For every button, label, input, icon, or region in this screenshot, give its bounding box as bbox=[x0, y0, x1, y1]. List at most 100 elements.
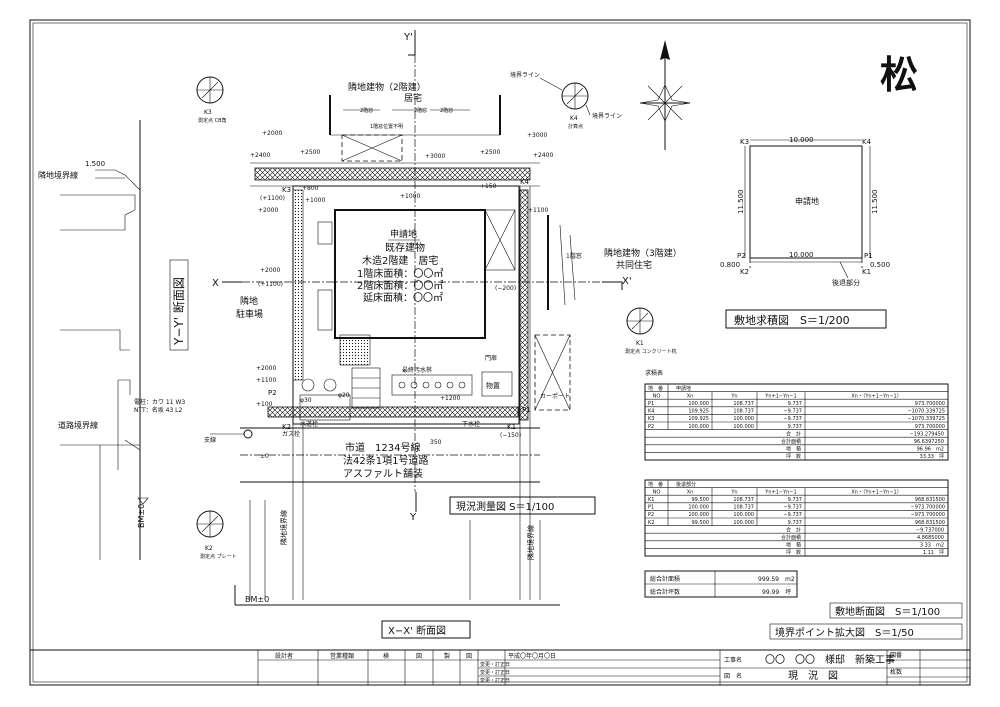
table1-summary-value: −193.279450 bbox=[910, 431, 944, 437]
table2-cell: 968.831500 bbox=[915, 497, 945, 503]
table1-header: Yn+1−Yn−1 bbox=[764, 393, 796, 399]
area-p1: P1 bbox=[864, 252, 873, 260]
k1-detail-desc: 測定点 コンクリート杭 bbox=[625, 348, 677, 355]
k4-detail-label: K4 bbox=[570, 115, 578, 122]
elev-1000-b: +1000 bbox=[400, 193, 420, 200]
table1-cell: 100.000 bbox=[733, 416, 754, 422]
elev-3000-a: +3000 bbox=[527, 132, 547, 139]
elev-150: +150 bbox=[480, 183, 497, 190]
boundary-scale-frame bbox=[769, 623, 963, 640]
totals-box: 総合計面積 999.59 m2 総合計坪数 99.99 坪 bbox=[644, 570, 798, 598]
table1-title-right: 申請地 bbox=[676, 385, 691, 392]
dim-350: 350 bbox=[430, 439, 442, 446]
elev-2000-b: +2000 bbox=[258, 207, 278, 214]
survey-title: 現況測量図 S＝1/100 bbox=[456, 500, 554, 513]
table1-cell: 9.737 bbox=[788, 401, 802, 407]
k1-detail-label: K1 bbox=[636, 340, 644, 347]
table1-cell: −1070.339725 bbox=[907, 416, 945, 422]
dim-1500: 1.500 bbox=[85, 160, 105, 168]
table2-cell: K1 bbox=[648, 497, 654, 503]
elev-1100-d: +1100 bbox=[528, 207, 548, 214]
elev-m150: (−150) bbox=[500, 432, 521, 439]
road-line-1: 市道 1234号線 bbox=[345, 441, 420, 454]
revision-1: 変更・訂正日 bbox=[480, 661, 510, 668]
existing-house bbox=[334, 209, 486, 339]
total-tsubo-value: 99.99 坪 bbox=[762, 588, 791, 596]
table2-summary-value: 4.8685000 bbox=[917, 535, 944, 541]
table2-header: Yn+1−Yn−1 bbox=[764, 489, 796, 495]
table1-cell: 9.737 bbox=[788, 424, 802, 430]
south-block-wall bbox=[267, 406, 519, 418]
table2-cell: −9.737 bbox=[783, 505, 802, 511]
k2-detail-label: K2 bbox=[205, 545, 213, 552]
k4-corner-label: K4 bbox=[520, 178, 530, 186]
road-boundary-leader bbox=[124, 439, 141, 451]
elev-800: +800 bbox=[302, 185, 319, 192]
table2-summary-value: −9.737000 bbox=[916, 527, 944, 533]
drawing-number-label: 図番 bbox=[890, 652, 902, 659]
area-title: 敷地求積図 S＝1/200 bbox=[734, 313, 850, 327]
west-boundary-lines bbox=[292, 424, 304, 600]
east-boundary-lines bbox=[519, 186, 531, 600]
xx-neighbor-boundary: 隣地境界線 bbox=[279, 510, 288, 545]
house-label: 申請地 bbox=[390, 228, 417, 240]
north-balcony bbox=[341, 134, 403, 162]
north-window-3: 2階窓 bbox=[440, 107, 453, 114]
table1-summary-label: 合 計 bbox=[786, 430, 801, 437]
house-line-4: 2階床面積：〇〇㎡ bbox=[357, 279, 443, 292]
elev-1100: +1100 bbox=[256, 377, 276, 384]
drawing-name-label: 図 名 bbox=[724, 672, 742, 680]
gate-label: 門扉 bbox=[485, 354, 497, 362]
table2-cell: 9.737 bbox=[788, 520, 802, 526]
west-neighbor-label: 隣地 bbox=[240, 295, 258, 307]
boundary-point-k3: K3 測定点 CB角 bbox=[196, 76, 227, 124]
elev-m200: (−200) bbox=[495, 285, 516, 292]
check-3: 製 bbox=[444, 652, 450, 660]
licence-label: 営業種類 bbox=[330, 652, 354, 660]
axis-xp-mark bbox=[602, 281, 623, 290]
k2-corner-label: K2 bbox=[282, 423, 291, 431]
table2-summary-label: 合 計 bbox=[786, 526, 801, 533]
table1-summary-value: 96.96 m2 bbox=[917, 447, 944, 453]
water-valve-label: 水道栓 bbox=[300, 420, 318, 428]
area-p2: P2 bbox=[737, 252, 746, 260]
area-offset-left: 0.800 bbox=[720, 261, 740, 269]
storage-shed bbox=[481, 371, 513, 397]
table1-cell: −9.737 bbox=[783, 409, 802, 415]
area-k1: K1 bbox=[862, 268, 871, 276]
boundary-scale-label: 境界ポイント拡大図 S＝1/50 bbox=[775, 626, 914, 639]
road-boundary-label: 道路境界線 bbox=[58, 420, 98, 430]
north-window-2: 2階窓 bbox=[414, 107, 427, 114]
p2-corner-label: P2 bbox=[268, 389, 277, 397]
east-fence bbox=[519, 189, 529, 421]
project-name: 〇〇 〇〇 様邸 新築工事 bbox=[765, 653, 895, 666]
table2-cell: 99.500 bbox=[692, 520, 710, 526]
drain-label: 下水栓 bbox=[462, 420, 480, 428]
ac-unit-2 bbox=[317, 289, 333, 331]
gas-valve-label: ガス栓 bbox=[282, 430, 300, 438]
post-section bbox=[117, 379, 131, 470]
xx-section-view: 隣地境界線 隣地境界線 BM±0 X−X' 断面図 bbox=[234, 500, 560, 639]
table2-cell: 108.737 bbox=[733, 505, 754, 511]
table2-header: Yn bbox=[730, 489, 737, 495]
table2-cell: P2 bbox=[648, 512, 654, 518]
elev-2400-a: +2400 bbox=[250, 152, 270, 159]
table2-cell: 100.000 bbox=[733, 512, 754, 518]
section-scale-frame bbox=[829, 602, 963, 619]
area-width-bottom: 10.000 bbox=[789, 251, 814, 259]
section-scale-label: 敷地断面図 S＝1/100 bbox=[835, 605, 940, 618]
elev-1100-c: (+1100) bbox=[258, 281, 283, 288]
house-line-3: 1階床面積：〇〇㎡ bbox=[357, 267, 443, 280]
axis-xp-label: X' bbox=[622, 276, 632, 287]
area-k2: K2 bbox=[740, 268, 749, 276]
area-height-left: 11.500 bbox=[737, 190, 745, 215]
table2-cell: 108.737 bbox=[733, 497, 754, 503]
xx-ground-line bbox=[234, 585, 560, 606]
table2-title-left: 地 番 bbox=[648, 481, 663, 488]
neighbor-fence-slope bbox=[95, 169, 141, 191]
elev-2000-a: +2000 bbox=[262, 130, 282, 137]
area-offset-right: 0.500 bbox=[870, 261, 890, 269]
k3-detail-desc: 測定点 CB角 bbox=[198, 117, 227, 124]
